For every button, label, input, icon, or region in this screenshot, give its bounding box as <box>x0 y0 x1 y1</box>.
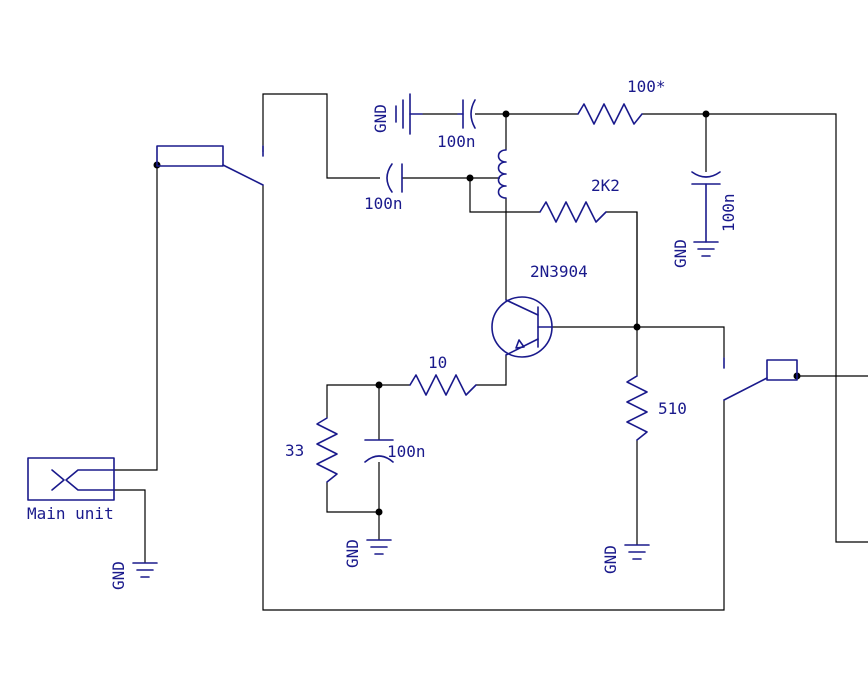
wire-left-switch <box>114 165 158 471</box>
wire-base-to-switch <box>552 326 725 358</box>
wires <box>114 93 868 611</box>
main-unit-connector <box>27 457 115 501</box>
wire-2k2-to-base <box>606 211 638 376</box>
gnd-symbol-emitter <box>366 539 392 555</box>
resistor-100 <box>577 103 643 125</box>
resistor-33 <box>316 417 338 483</box>
gnd-label-main: GND <box>109 561 128 590</box>
gnd-label-510: GND <box>601 545 620 574</box>
junction-dot <box>375 508 383 516</box>
junctions <box>153 110 801 516</box>
wire-33-bottom <box>326 482 380 540</box>
capacitor-100n-top-label: 100n <box>437 132 476 151</box>
resistor-2k2-label: 2K2 <box>591 176 620 195</box>
gnd-symbol-top <box>395 93 423 135</box>
resistor-510 <box>626 375 648 441</box>
resistor-10 <box>409 374 477 396</box>
capacitor-100n-middle <box>386 163 403 193</box>
wire-node-to-2k2 <box>469 178 540 213</box>
capacitor-100n-right <box>691 171 721 243</box>
wire-main-gnd <box>114 489 146 563</box>
capacitor-100n-right-label: 100n <box>719 193 738 232</box>
resistor-33-label: 33 <box>285 441 304 460</box>
resistor-510-label: 510 <box>658 399 687 418</box>
wire-emitter-node <box>326 384 410 418</box>
gnd-label-emitter: GND <box>343 539 362 568</box>
transistor-2n3904-label: 2N3904 <box>530 262 588 281</box>
junction-dot <box>502 110 510 118</box>
wire-emitter <box>476 355 507 386</box>
gnd-symbol-510 <box>624 544 650 560</box>
junction-dot <box>702 110 710 118</box>
resistor-2k2 <box>539 201 607 223</box>
wire-bottom-loop <box>262 185 725 611</box>
relay-switch-right <box>723 357 798 401</box>
main-unit-label: Main unit <box>27 504 114 523</box>
junction-dot <box>375 381 383 389</box>
capacitor-100n-emitter <box>364 439 394 463</box>
inductor <box>497 149 507 199</box>
gnd-symbol-right <box>693 241 719 257</box>
capacitor-100n-middle-label: 100n <box>364 194 403 213</box>
gnd-symbol-main <box>132 562 158 578</box>
wire-switch-to-cap <box>262 93 380 179</box>
transistor-2n3904 <box>491 296 553 358</box>
gnd-label-right: GND <box>671 239 690 268</box>
resistor-100-label: 100* <box>627 77 666 96</box>
junction-dot <box>466 174 474 182</box>
wire-top-rail-right <box>642 113 868 543</box>
relay-switch-left <box>156 145 264 186</box>
gnd-label-top: GND <box>371 104 390 133</box>
resistor-10-label: 10 <box>428 353 447 372</box>
capacitor-100n-emitter-label: 100n <box>387 442 426 461</box>
junction-dot <box>633 323 641 331</box>
capacitor-100n-top <box>457 99 476 129</box>
